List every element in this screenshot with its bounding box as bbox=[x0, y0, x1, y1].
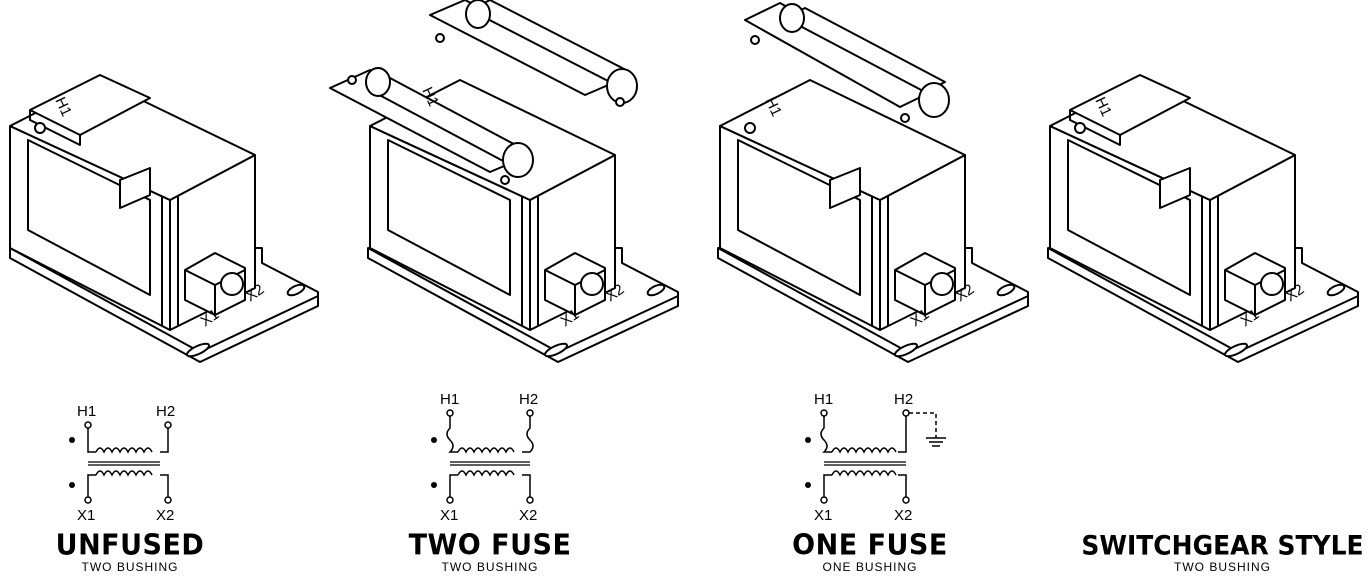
terminal-h1: H1 bbox=[440, 391, 459, 408]
transformer-drawing-one-fuse: H1 X1 X2 H1 H2 X1 X2 bbox=[717, 2, 1029, 524]
panel-title: SWITCHGEAR STYLE bbox=[1081, 530, 1364, 561]
terminal-h2: H2 bbox=[519, 391, 538, 408]
wiring-schematic-unfused bbox=[69, 421, 172, 504]
panel-subtitle: ONE BUSHING bbox=[822, 560, 918, 574]
panel-unfused: H1 X1 X2 H1 H2 X1 X2 UNFUSED TWO BUSHING bbox=[0, 0, 330, 580]
terminal-x2: X2 bbox=[156, 507, 174, 524]
terminal-x2: X2 bbox=[519, 507, 537, 524]
panel-one-fuse: H1 X1 X2 H1 H2 X1 X2 O bbox=[710, 0, 1040, 580]
terminal-x1: X1 bbox=[440, 507, 458, 524]
panel-two-fuse: H1 X1 X2 H1 H2 X1 X2 TWO FUSE TWO BUSHIN… bbox=[329, 0, 690, 580]
body-label: H1 bbox=[51, 95, 75, 120]
wiring-schematic-one-fuse bbox=[805, 409, 946, 504]
transformer-drawing-two-fuse: H1 X1 X2 H1 H2 X1 X2 bbox=[329, 0, 679, 524]
terminal-h2: H2 bbox=[894, 391, 913, 408]
panel-title: ONE FUSE bbox=[792, 529, 948, 562]
panel-title: UNFUSED bbox=[55, 529, 205, 562]
panel-subtitle: TWO BUSHING bbox=[441, 560, 539, 574]
terminal-x1: X1 bbox=[77, 507, 95, 524]
transformer-drawing-unfused: H1 X1 X2 H1 H2 X1 X2 bbox=[9, 74, 319, 524]
body-label: H1 bbox=[1091, 95, 1115, 120]
panel-switchgear-style: H1 X1 X2 SWITCHGEAR STYLE TWO BUSHING bbox=[1040, 0, 1370, 580]
panel-subtitle: TWO BUSHING bbox=[1174, 560, 1271, 574]
wiring-schematic-two-fuse bbox=[431, 409, 534, 504]
terminal-x1: X1 bbox=[814, 507, 832, 524]
body-label: H1 bbox=[761, 95, 785, 120]
panel-title: TWO FUSE bbox=[408, 529, 572, 562]
terminal-h1: H1 bbox=[77, 403, 96, 420]
panel-subtitle: TWO BUSHING bbox=[81, 560, 179, 574]
transformer-drawing-switchgear: H1 X1 X2 bbox=[1047, 74, 1359, 363]
terminal-h1: H1 bbox=[814, 391, 833, 408]
body-label: H1 bbox=[418, 85, 442, 110]
terminal-h2: H2 bbox=[156, 403, 175, 420]
terminal-x2: X2 bbox=[894, 507, 912, 524]
